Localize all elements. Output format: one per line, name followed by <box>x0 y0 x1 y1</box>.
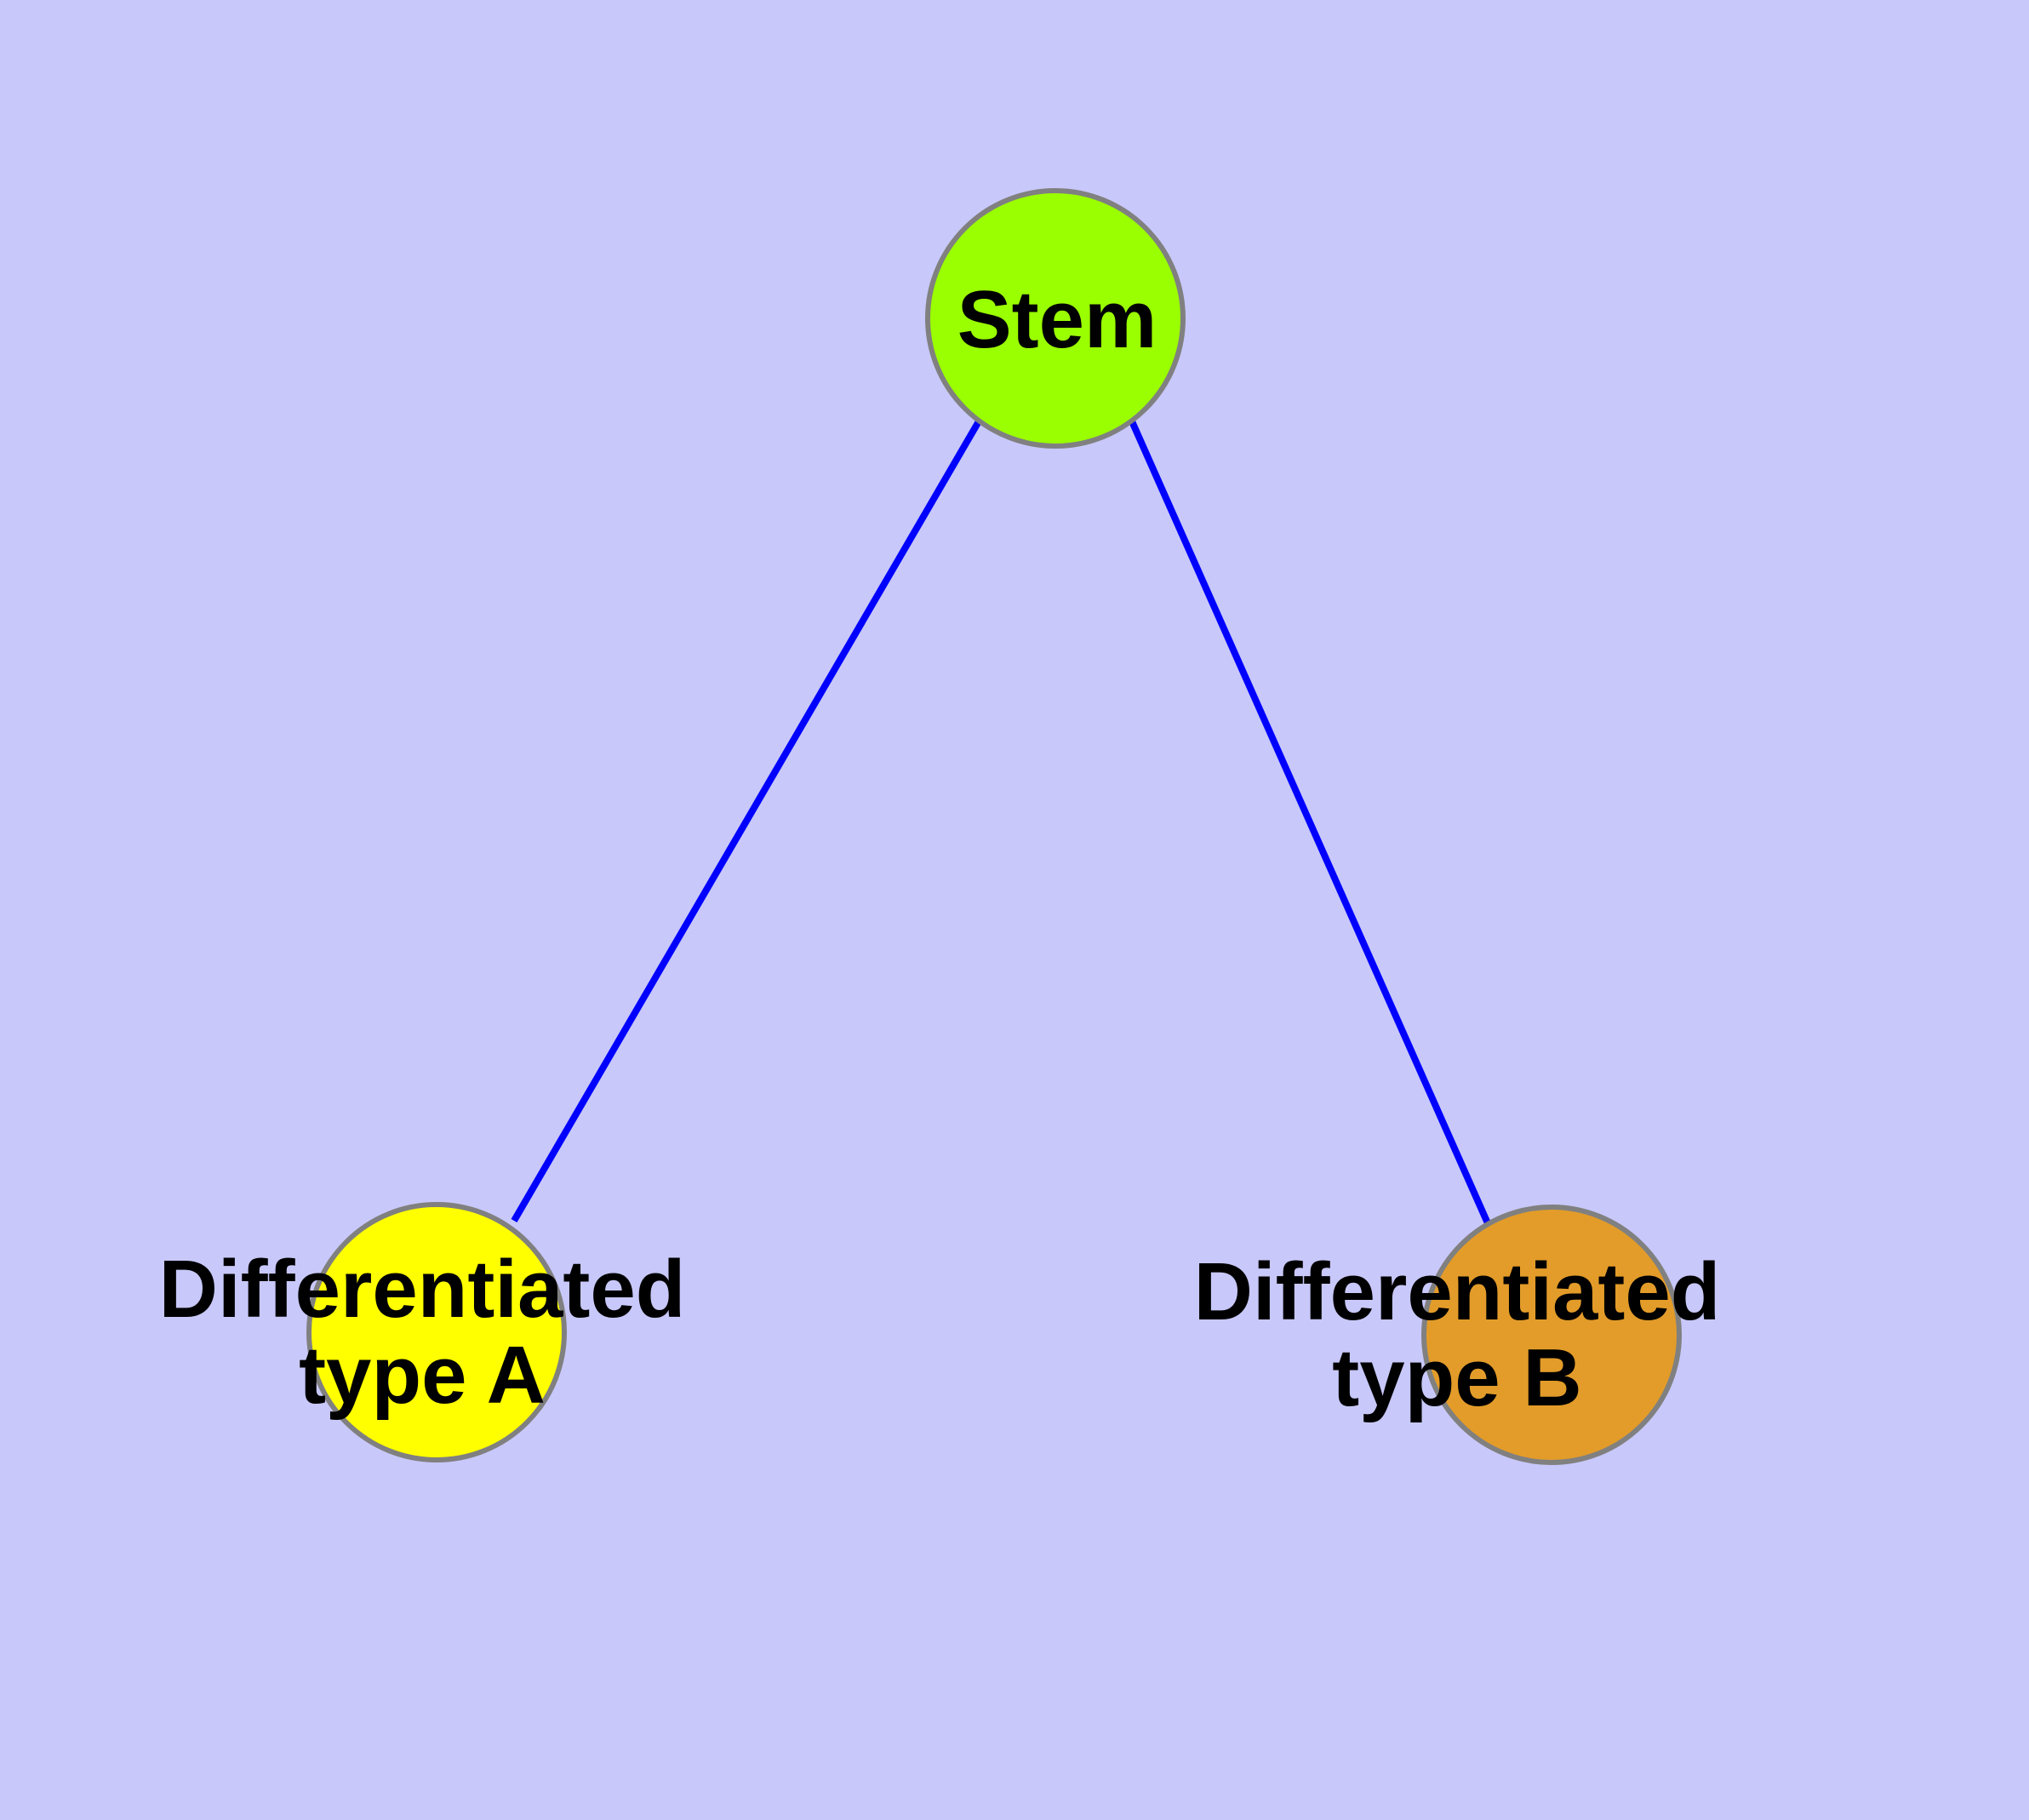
node-label-stem: Stem <box>957 274 1157 365</box>
edge-stem-to-diff-a[interactable] <box>511 419 982 1223</box>
node-circle-stem[interactable] <box>925 188 1186 449</box>
node-label-line: Differentiated <box>159 1244 686 1335</box>
node-circle-diff-b[interactable] <box>1421 1205 1682 1465</box>
node-stem[interactable]: Stem <box>925 188 1186 449</box>
node-label-line: type B <box>1332 1332 1581 1423</box>
edge-stem-to-diff-b[interactable] <box>1129 420 1491 1225</box>
node-label-line: Differentiated <box>1194 1246 1721 1337</box>
node-label-line: type A <box>299 1330 546 1421</box>
edges-layer <box>511 419 1491 1225</box>
node-circle-diff-a[interactable] <box>306 1202 567 1462</box>
node-label-line: Stem <box>957 274 1157 365</box>
